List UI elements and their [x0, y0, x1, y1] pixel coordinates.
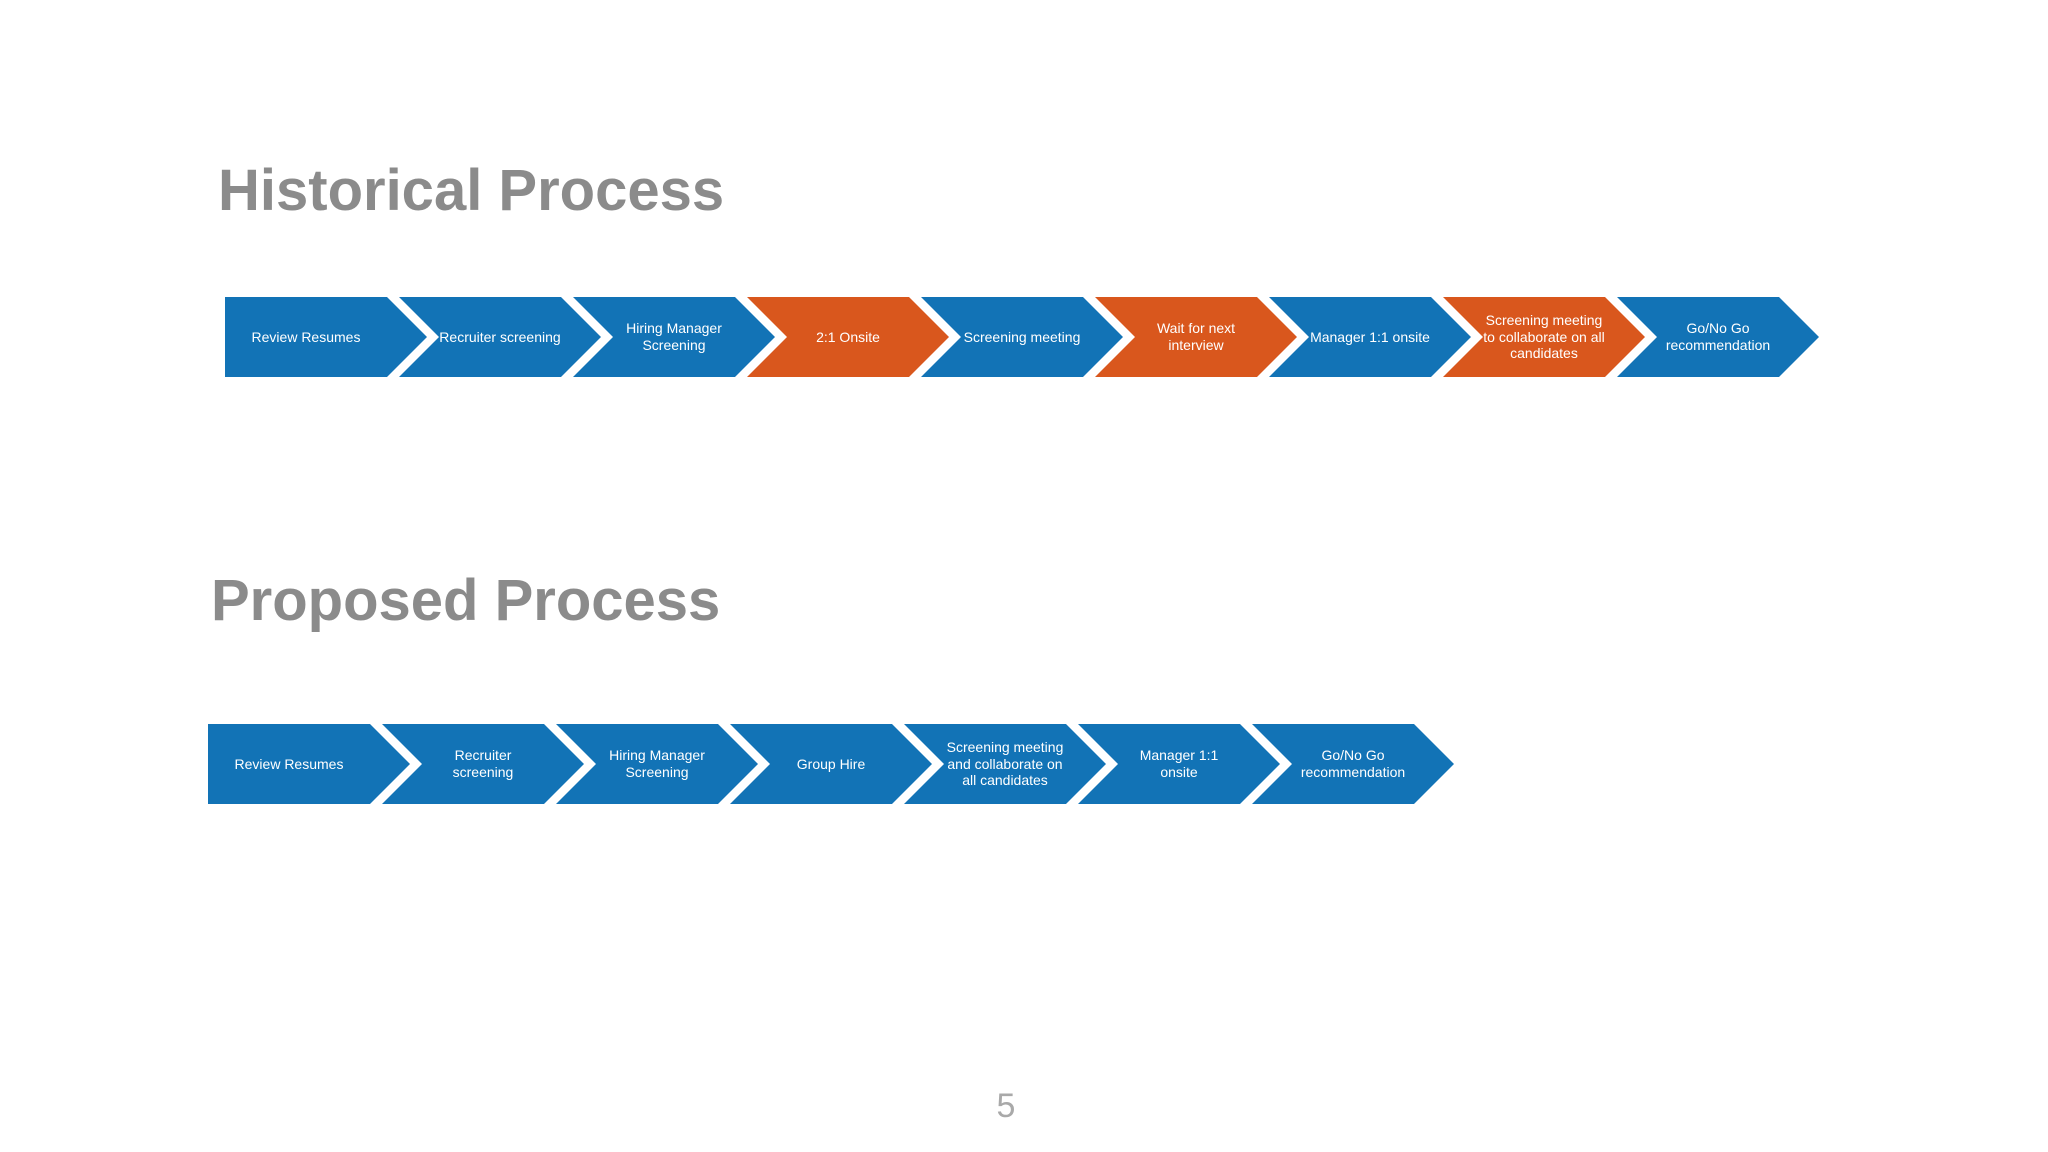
historical-process-title: Historical Process [218, 158, 725, 223]
proposed-process-title: Proposed Process [211, 568, 721, 633]
proposed-step-6: Manager 1:1 onsite [1078, 724, 1280, 804]
proposed-step-4: Group Hire [730, 724, 932, 804]
historical-step-4: 2:1 Onsite [747, 297, 949, 377]
historical-step-6: Wait for next interview [1095, 297, 1297, 377]
historical-step-5: Screening meeting [921, 297, 1123, 377]
historical-step-1: Review Resumes [225, 297, 427, 377]
proposed-step-5: Screening meeting and collaborate on all… [904, 724, 1106, 804]
historical-step-2: Recruiter screening [399, 297, 601, 377]
slide-page-number: 5 [996, 1087, 1016, 1125]
historical-step-7: Manager 1:1 onsite [1269, 297, 1471, 377]
historical-step-9: Go/No Go recommendation [1617, 297, 1819, 377]
historical-step-3: Hiring Manager Screening [573, 297, 775, 377]
historical-step-8: Screening meeting to collaborate on all … [1443, 297, 1645, 377]
proposed-step-1: Review Resumes [208, 724, 410, 804]
proposed-step-2: Recruiter screening [382, 724, 584, 804]
proposed-step-3: Hiring Manager Screening [556, 724, 758, 804]
proposed-step-7: Go/No Go recommendation [1252, 724, 1454, 804]
